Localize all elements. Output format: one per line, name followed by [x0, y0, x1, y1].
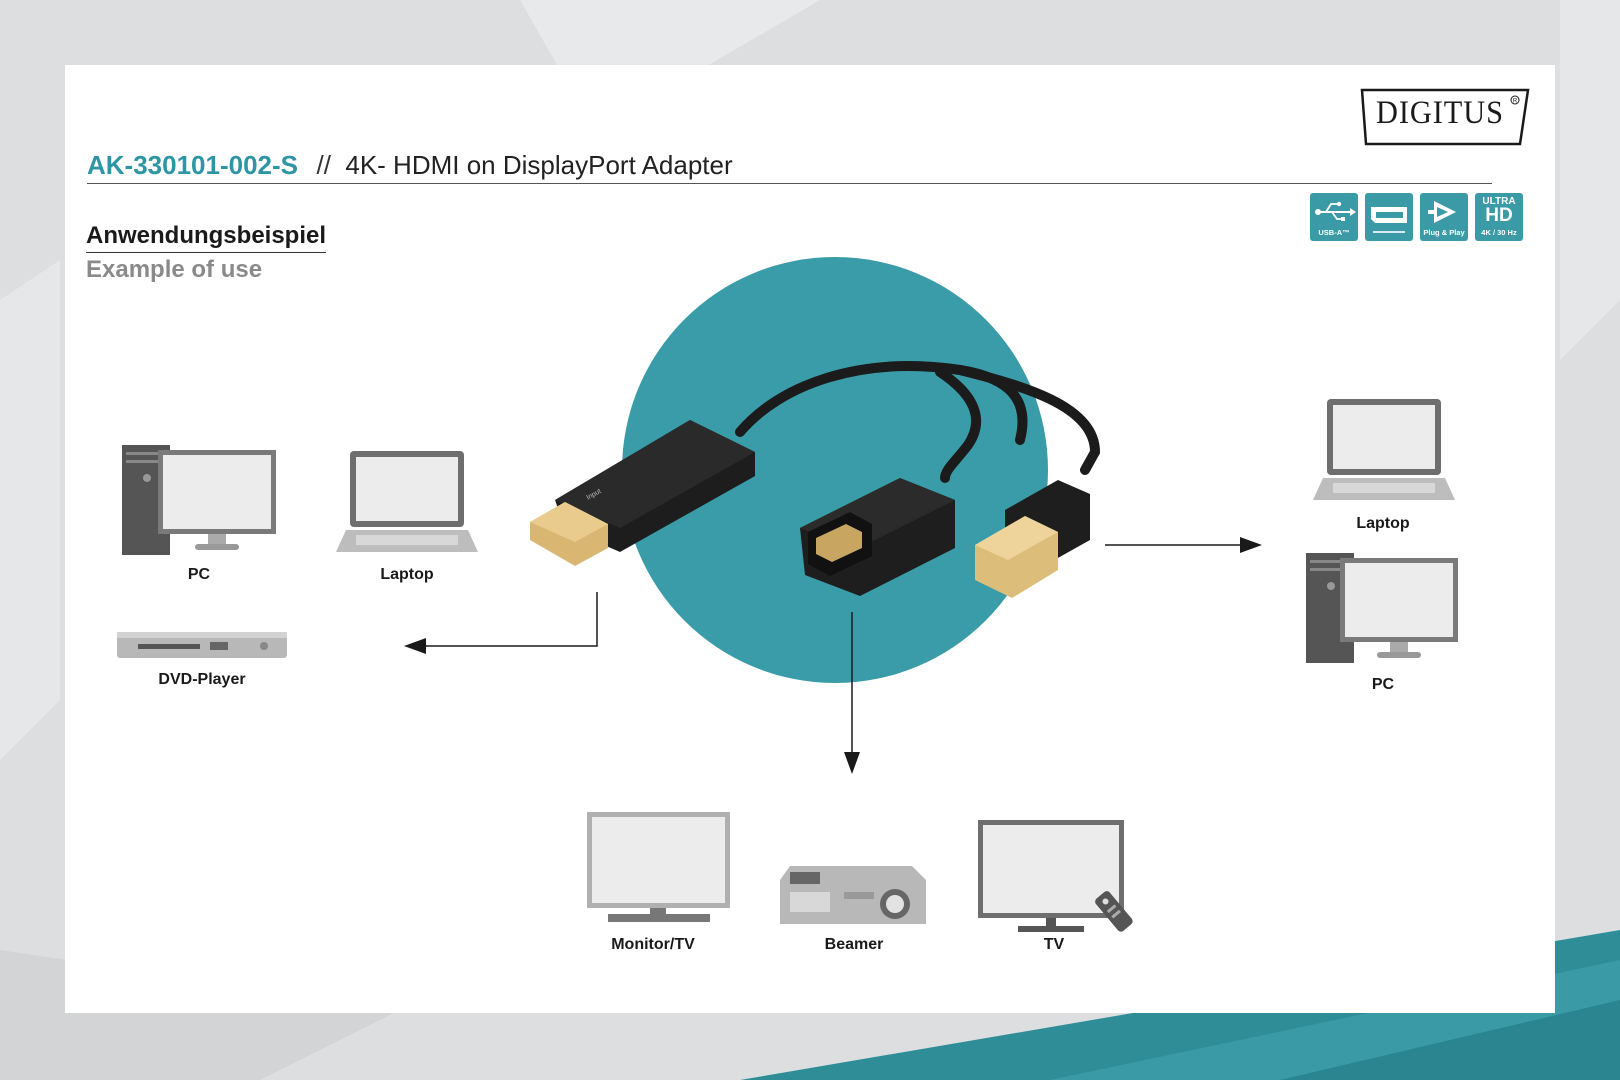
monitor-tv-icon	[587, 812, 730, 922]
usb-label-pc: PC	[1371, 676, 1395, 693]
displayport-connector	[800, 478, 955, 596]
laptop-icon	[1313, 399, 1455, 500]
logo-text: DIGITUS	[1376, 95, 1504, 131]
digitus-logo: R	[1360, 88, 1530, 146]
beamer-icon	[780, 866, 926, 924]
output-label-tv: TV	[1043, 936, 1065, 953]
usb-a-badge: USB-A™	[1310, 193, 1358, 241]
output-label-beamer: Beamer	[824, 936, 884, 953]
arrow-head-right	[1240, 537, 1262, 553]
pc-icon	[1306, 553, 1458, 663]
usb-a-plug	[975, 480, 1090, 598]
remote-control-icon	[1095, 891, 1133, 932]
source-label-laptop: Laptop	[380, 566, 434, 583]
svg-text:R: R	[1513, 99, 1518, 105]
displayport-icon	[1371, 207, 1407, 233]
section-title-de: Anwendungsbeispiel	[86, 222, 327, 253]
arrow-head-left	[404, 638, 426, 654]
section-title-en: Example of use	[86, 256, 263, 283]
source-label-pc: PC	[187, 566, 211, 583]
usb-icon	[1315, 201, 1356, 221]
output-label-monitor-tv: Monitor/TV	[611, 936, 695, 953]
plug-and-play-badge: Plug & Play	[1420, 193, 1468, 241]
ultra-hd-caption: 4K / 30 Hz	[1481, 228, 1517, 237]
product-code: AK-330101-002-S	[87, 150, 299, 180]
arrow-head-down	[844, 752, 860, 774]
page-title: AK-330101-002-S // 4K- HDMI on DisplayPo…	[87, 150, 733, 181]
arrow-to-sources	[425, 592, 598, 647]
plug-play-caption: Plug & Play	[1423, 228, 1465, 237]
source-label-dvd-player: DVD-Player	[158, 671, 246, 688]
pc-icon	[122, 445, 276, 555]
title-divider	[87, 183, 1492, 184]
tv-icon	[978, 820, 1133, 932]
usb-cable	[955, 365, 1101, 475]
ultra-hd-icon: ULTRA HD	[1475, 196, 1523, 225]
usb-label-laptop: Laptop	[1356, 515, 1410, 532]
usb-badge-caption: USB-A™	[1318, 228, 1350, 237]
ultra-hd-badge: ULTRA HD 4K / 30 Hz	[1475, 193, 1523, 241]
ultra-text: ULTRA	[1482, 196, 1516, 207]
plug-and-play-icon	[1428, 201, 1456, 223]
title-separator: //	[316, 150, 331, 180]
dvd-player-icon	[117, 632, 287, 658]
product-name: 4K- HDMI on DisplayPort Adapter	[345, 150, 733, 180]
displayport-badge	[1365, 193, 1413, 241]
laptop-icon	[336, 451, 478, 552]
hdmi-plug: Input	[530, 420, 755, 566]
hd-text: HD	[1485, 205, 1513, 226]
dp-cable	[935, 367, 982, 483]
